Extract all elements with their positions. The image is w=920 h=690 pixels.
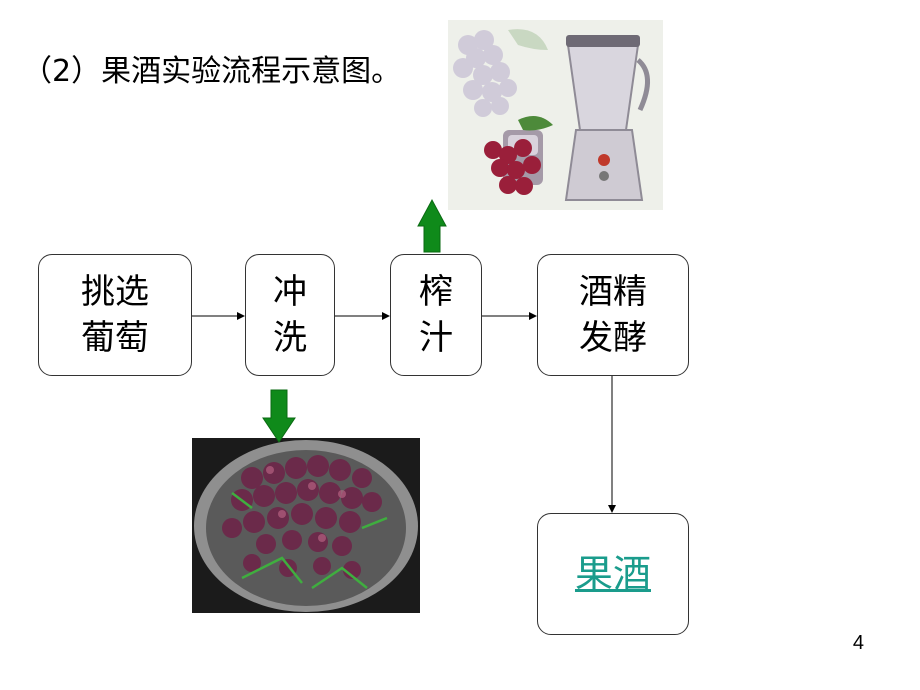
step-label-line1: 挑选 — [81, 272, 149, 312]
step-fermentation: 酒精 发酵 — [537, 254, 689, 376]
fruit-wine-link[interactable]: 果酒 — [574, 552, 651, 596]
step-label-line2: 发酵 — [579, 318, 647, 358]
step-label-line1: 冲 — [273, 272, 307, 312]
step-juice: 榨 汁 — [390, 254, 482, 376]
grapes-photo — [192, 438, 420, 613]
slide-title: （2）果酒实验流程示意图。 — [22, 54, 402, 89]
page-number: 4 — [852, 632, 864, 654]
step-label-line1: 酒精 — [579, 272, 647, 312]
green-arrow-up — [417, 198, 447, 253]
step-select-grapes: 挑选 葡萄 — [38, 254, 192, 376]
blender-photo — [448, 20, 663, 210]
green-arrow-down — [262, 389, 296, 443]
step-label-line2: 葡萄 — [81, 318, 149, 358]
step-label-line2: 洗 — [273, 318, 307, 358]
result-fruit-wine: 果酒 — [537, 513, 689, 635]
step-wash: 冲 洗 — [245, 254, 335, 376]
step-label-line1: 榨 — [419, 272, 453, 312]
step-label-line2: 汁 — [419, 318, 453, 358]
